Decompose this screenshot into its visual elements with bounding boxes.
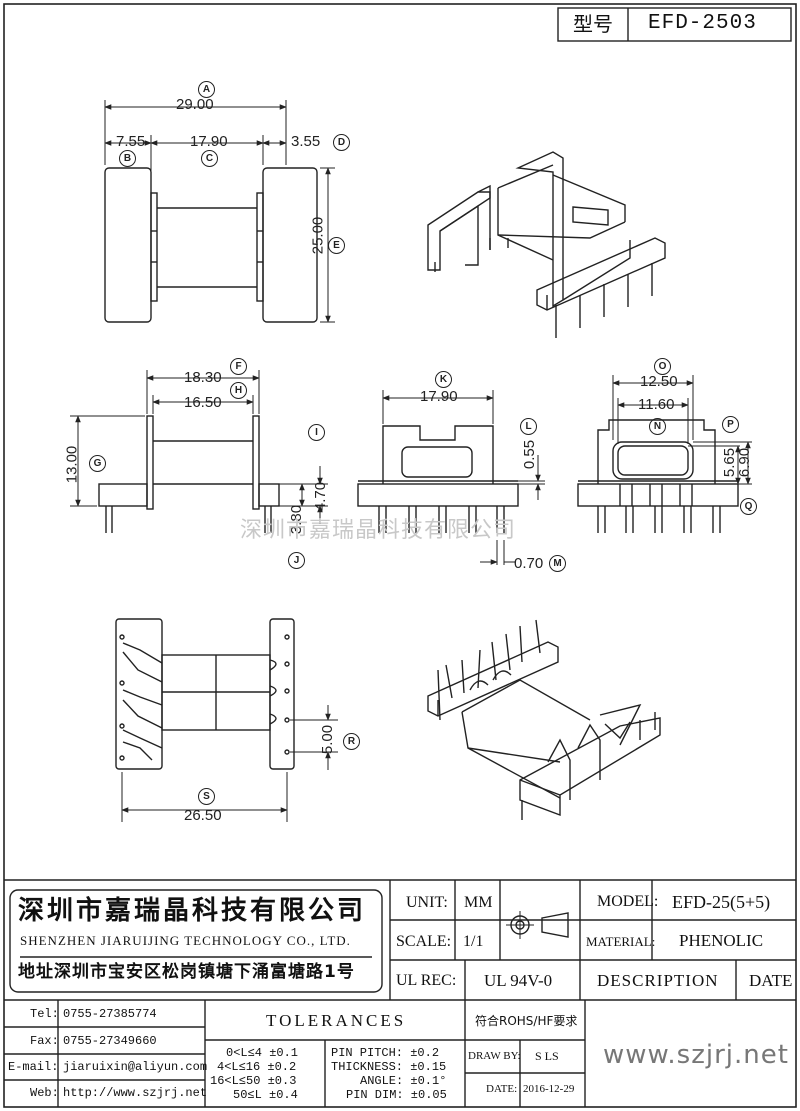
thickness: THICKNESS: ±0.15 — [331, 1060, 447, 1074]
dim-k: 17.90 — [420, 388, 458, 405]
material-label: MATERIAL: — [586, 934, 656, 949]
dim-n: 11.60 — [638, 396, 675, 413]
label-b: B — [119, 150, 136, 167]
label-o: O — [654, 358, 671, 375]
model-field-label: MODEL: — [597, 893, 659, 910]
tel-value: 0755-27385774 — [63, 1007, 157, 1021]
pin-pitch: PIN PITCH: ±0.2 — [331, 1046, 440, 1060]
isometric-view-top — [427, 151, 666, 338]
rohs-note: 符合ROHS/HF要求 — [475, 1014, 578, 1028]
dim-s: 26.50 — [184, 807, 222, 824]
dim-a: 29.00 — [176, 96, 214, 113]
end-view — [577, 375, 752, 533]
sheet-border — [3, 3, 797, 1108]
dim-p: 5.65 — [721, 447, 739, 478]
company-name-en: SHENZHEN JIARUIJING TECHNOLOGY CO., LTD. — [20, 933, 351, 948]
label-r: R — [343, 733, 360, 750]
label-d: D — [333, 134, 350, 151]
date-value: 2016-12-29 — [523, 1083, 575, 1095]
material-value: PHENOLIC — [679, 931, 764, 950]
isometric-view-bottom — [427, 619, 661, 820]
ul-value: UL 94V-0 — [484, 971, 553, 990]
dim-q: 6.90 — [736, 447, 754, 478]
dim-i: 4.70 — [312, 481, 330, 512]
side-view — [70, 370, 328, 533]
scale-value: 1/1 — [463, 933, 484, 950]
web-value: http://www.szjrj.net — [63, 1086, 208, 1100]
dim-c: 17.90 — [190, 133, 228, 150]
ul-label: UL REC: — [396, 972, 457, 989]
company-name-cn: 深圳市嘉瑞晶科技有限公司 — [18, 896, 367, 926]
model-number: EFD-2503 — [648, 12, 757, 35]
tel-label: Tel: — [30, 1007, 59, 1021]
dim-l: 0.55 — [521, 439, 539, 470]
angle: ANGLE: ±0.1° — [360, 1074, 447, 1088]
top-view — [104, 100, 335, 323]
label-k: K — [435, 371, 452, 388]
label-l: L — [520, 418, 537, 435]
tol-1: 0<L≤4 ±0.1 — [226, 1046, 299, 1060]
dim-m: 0.70 — [514, 555, 544, 572]
model-field-value: EFD-25(5+5) — [672, 892, 771, 912]
label-c: C — [201, 150, 218, 167]
web-label: Web: — [30, 1086, 59, 1100]
tol-3: 16<L≤50 ±0.3 — [210, 1074, 297, 1088]
date-label: DATE: — [486, 1083, 518, 1095]
label-n: N — [649, 418, 666, 435]
company-address: 地址深圳市宝安区松岗镇塘下涌富塘路1号 — [18, 962, 355, 982]
dim-r: 5.00 — [319, 724, 337, 755]
title-block-lines — [4, 879, 796, 1107]
unit-value: MM — [464, 894, 493, 911]
dim-h: 16.50 — [184, 394, 222, 411]
fax-label: Fax: — [30, 1034, 59, 1048]
fax-value: 0755-27349660 — [63, 1034, 157, 1048]
tol-2: 4<L≤16 ±0.2 — [217, 1060, 297, 1074]
label-e: E — [328, 237, 345, 254]
label-j: J — [288, 552, 305, 569]
date-header: DATE — [749, 971, 793, 990]
label-p: P — [722, 416, 739, 433]
label-i: I — [308, 424, 325, 441]
email-label: E-mail: — [8, 1060, 59, 1074]
unit-label: UNIT: — [406, 894, 448, 911]
front-view — [357, 390, 545, 565]
model-label: 型号 — [573, 12, 613, 36]
tol-4: 50≤L ±0.4 — [233, 1088, 298, 1102]
model-header-box — [557, 7, 792, 42]
label-f: F — [230, 358, 247, 375]
dim-f: 18.30 — [184, 369, 222, 386]
bottom-view — [115, 618, 338, 822]
label-q: Q — [740, 498, 757, 515]
dim-d: 3.55 — [291, 133, 321, 150]
draw-by-label: DRAW BY: — [468, 1050, 521, 1062]
projection-symbol — [506, 911, 569, 939]
description-header: DESCRIPTION — [597, 971, 719, 990]
scale-label: SCALE: — [396, 933, 452, 950]
dim-g: 13.00 — [63, 445, 81, 484]
draw-by-value: S LS — [535, 1049, 559, 1063]
pin-dim: PIN DIM: ±0.05 — [346, 1088, 447, 1102]
watermark: 深圳市嘉瑞晶科技有限公司 — [240, 518, 517, 543]
label-s: S — [198, 788, 215, 805]
tolerances-title: TOLERANCES — [266, 1011, 407, 1030]
website-banner: www.szjrj.net — [603, 1040, 789, 1070]
dim-e: 25.00 — [309, 216, 327, 255]
dim-o: 12.50 — [640, 373, 678, 390]
label-h: H — [230, 382, 247, 399]
dim-b: 7.55 — [116, 133, 146, 150]
label-g: G — [89, 455, 106, 472]
label-m: M — [549, 555, 566, 572]
email-value: jiaruixin@aliyun.com — [63, 1060, 208, 1074]
label-a: A — [198, 81, 215, 98]
